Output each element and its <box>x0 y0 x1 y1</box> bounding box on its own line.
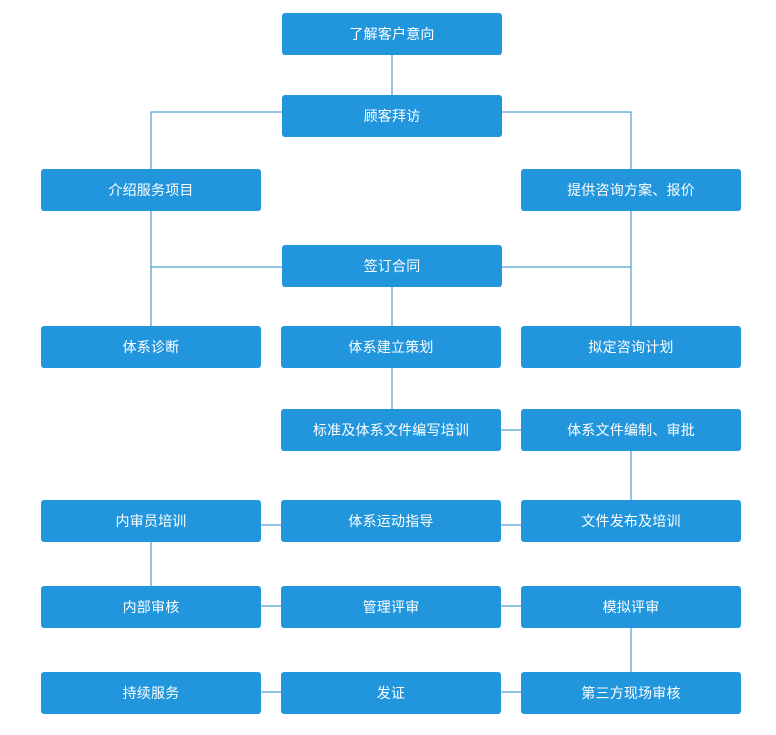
node-docs-training: 标准及体系文件编写培训 <box>281 409 501 451</box>
node-understand-intent: 了解客户意向 <box>282 13 502 55</box>
node-third-party-audit: 第三方现场审核 <box>521 672 741 714</box>
node-operation-guidance: 体系运动指导 <box>281 500 501 542</box>
node-sign-contract: 签订合同 <box>282 245 502 287</box>
node-internal-audit: 内部审核 <box>41 586 261 628</box>
node-proposal-quote: 提供咨询方案、报价 <box>521 169 741 211</box>
connector <box>502 111 632 169</box>
node-mock-review: 模拟评审 <box>521 586 741 628</box>
node-auditor-training: 内审员培训 <box>41 500 261 542</box>
connector <box>150 111 282 169</box>
node-system-planning: 体系建立策划 <box>281 326 501 368</box>
node-management-review: 管理评审 <box>281 586 501 628</box>
node-release-training: 文件发布及培训 <box>521 500 741 542</box>
node-system-diagnosis: 体系诊断 <box>41 326 261 368</box>
node-certification: 发证 <box>281 672 501 714</box>
node-introduce-services: 介绍服务项目 <box>41 169 261 211</box>
node-consult-plan: 拟定咨询计划 <box>521 326 741 368</box>
node-customer-visit: 顾客拜访 <box>282 95 502 137</box>
node-docs-approval: 体系文件编制、审批 <box>521 409 741 451</box>
node-ongoing-service: 持续服务 <box>41 672 261 714</box>
